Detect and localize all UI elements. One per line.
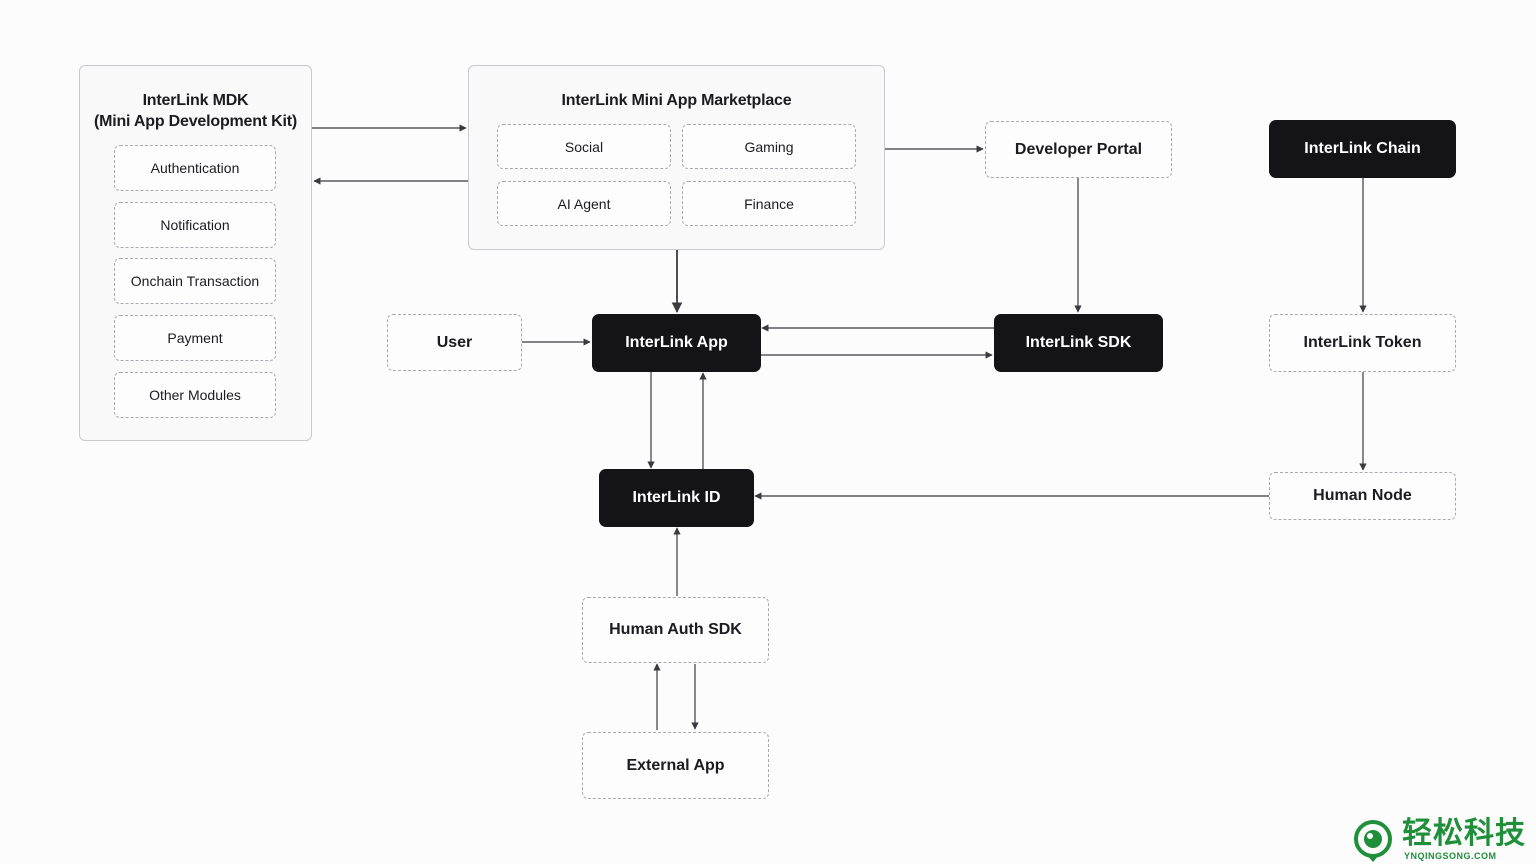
node-label: Human Node xyxy=(1313,487,1412,504)
category-label: Social xyxy=(564,138,604,155)
human-auth-sdk-node: Human Auth SDK xyxy=(582,597,769,663)
node-label: External App xyxy=(626,756,725,774)
external-app-node: External App xyxy=(582,732,769,799)
node-label: InterLink Token xyxy=(1303,334,1422,351)
mdk-title-line2: (Mini App Development Kit) xyxy=(93,113,298,130)
category-label: Gaming xyxy=(744,138,794,155)
watermark-text-cn: 轻松科技 xyxy=(1402,816,1526,851)
module-label: Payment xyxy=(167,330,223,346)
interlink-sdk-node: InterLink SDK xyxy=(994,314,1163,372)
marketplace-title: InterLink Mini App Marketplace xyxy=(561,92,792,109)
module-label: Notification xyxy=(160,217,230,233)
node-label: Human Auth SDK xyxy=(609,621,742,638)
mdk-module-other: Other Modules xyxy=(114,372,276,418)
human-node: Human Node xyxy=(1269,472,1456,520)
node-label: Developer Portal xyxy=(1014,140,1143,158)
developer-portal-node: Developer Portal xyxy=(985,121,1172,178)
module-label: Authentication xyxy=(150,160,240,176)
watermark-text-en: YNQINGSONG.COM xyxy=(1404,851,1497,861)
node-label: InterLink SDK xyxy=(1025,334,1132,351)
mdk-module-onchain-transaction: Onchain Transaction xyxy=(114,258,276,304)
module-label: Onchain Transaction xyxy=(130,273,260,289)
node-label: InterLink Chain xyxy=(1304,140,1421,157)
interlink-chain-node: InterLink Chain xyxy=(1269,120,1456,178)
module-label: Other Modules xyxy=(149,387,241,403)
interlink-app-node: InterLink App xyxy=(592,314,761,372)
category-label: AI Agent xyxy=(557,195,611,212)
mdk-title-line1: InterLink MDK xyxy=(142,92,249,109)
mdk-module-notification: Notification xyxy=(114,202,276,248)
interlink-token-node: InterLink Token xyxy=(1269,314,1456,372)
marketplace-category-gaming: Gaming xyxy=(682,124,856,169)
mdk-module-payment: Payment xyxy=(114,315,276,361)
eye-logo-icon xyxy=(1354,820,1392,862)
node-label: User xyxy=(436,333,473,351)
marketplace-category-finance: Finance xyxy=(682,181,856,226)
interlink-id-node: InterLink ID xyxy=(599,469,754,527)
watermark-logo: 轻松科技 YNQINGSONG.COM xyxy=(1352,818,1532,862)
mdk-module-authentication: Authentication xyxy=(114,145,276,191)
mdk-title: InterLink MDK (Mini App Development Kit) xyxy=(80,90,311,132)
node-label: InterLink App xyxy=(625,334,728,351)
marketplace-category-social: Social xyxy=(497,124,671,169)
user-node: User xyxy=(387,314,522,371)
marketplace-category-ai-agent: AI Agent xyxy=(497,181,671,226)
category-label: Finance xyxy=(744,195,794,212)
node-label: InterLink ID xyxy=(632,489,721,506)
